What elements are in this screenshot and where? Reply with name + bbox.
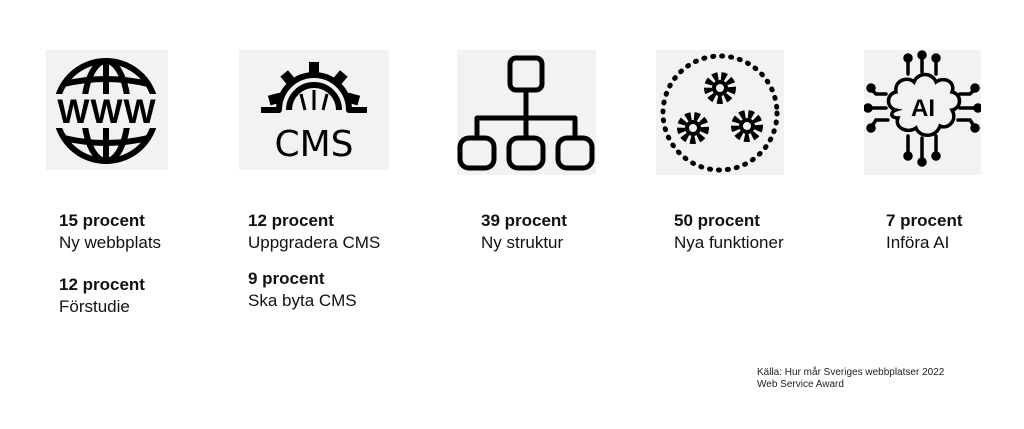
- source-line-2: Web Service Award: [757, 379, 844, 390]
- source-line-1: Källa: Hur mår Sveriges webbplatser 2022: [757, 367, 945, 378]
- stat-value: 12 procent: [248, 211, 334, 230]
- stat-value: 12 procent: [59, 275, 145, 294]
- stat-value: 15 procent: [59, 211, 145, 230]
- ai-brain-icon: AI: [864, 50, 981, 175]
- structure-hierarchy-icon: [457, 50, 596, 175]
- cms-gear-icon: CMS: [239, 50, 389, 170]
- stat-value: 7 procent: [886, 211, 963, 230]
- stat-new-website: 15 procent Ny webbplats: [59, 210, 161, 254]
- stat-new-structure: 39 procent Ny struktur: [481, 210, 567, 254]
- stat-value: 9 procent: [248, 269, 325, 288]
- stat-value: 39 procent: [481, 211, 567, 230]
- stat-prestudy: 12 procent Förstudie: [59, 274, 145, 318]
- stat-label: Förstudie: [59, 297, 130, 316]
- stat-switch-cms: 9 procent Ska byta CMS: [248, 268, 357, 312]
- source-note: Källa: Hur mår Sveriges webbplatser 2022…: [757, 367, 944, 391]
- stat-label: Ny struktur: [481, 233, 564, 252]
- gears-circle-icon: [656, 50, 784, 175]
- stat-introduce-ai: 7 procent Införa AI: [886, 210, 963, 254]
- stat-label: Uppgradera CMS: [248, 233, 381, 252]
- stat-label: Nya funktioner: [674, 233, 784, 252]
- cms-icon-text: CMS: [274, 124, 353, 165]
- stat-label: Ska byta CMS: [248, 291, 357, 310]
- ai-icon-text: AI: [911, 95, 935, 122]
- stat-value: 50 procent: [674, 211, 760, 230]
- stat-upgrade-cms: 12 procent Uppgradera CMS: [248, 210, 380, 254]
- stat-label: Ny webbplats: [59, 233, 162, 252]
- stat-new-features: 50 procent Nya funktioner: [674, 210, 784, 254]
- www-globe-icon: WWW: [46, 50, 168, 170]
- stat-label: Införa AI: [886, 233, 950, 252]
- svg-text:WWW: WWW: [57, 93, 156, 131]
